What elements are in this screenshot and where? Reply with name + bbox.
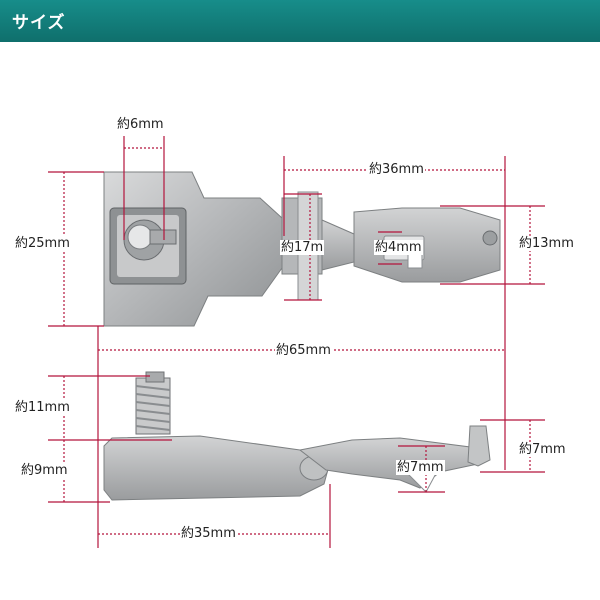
dim-pin-length: 約17m [280,240,325,255]
dim-screw-width: 約6mm [116,117,165,132]
dim-total-length: 約65mm [275,343,332,358]
dim-body-height: 約9mm [20,463,69,478]
dim-hook-height: 約7mm [518,442,567,457]
dim-plate-height: 約25mm [14,236,71,251]
product-diagram: 約6mm 約36mm 約25mm 約17m 約4mm 約13mm 約65mm 約… [0,42,600,600]
dim-plate-length: 約35mm [180,526,237,541]
dim-screw-height: 約11mm [14,400,71,415]
section-title: サイズ [12,13,66,33]
section-header: サイズ [0,0,600,42]
dimension-lines [48,136,545,548]
dim-top-length: 約36mm [368,162,425,177]
dim-notch-depth: 約7mm [396,460,445,475]
dim-slot-width: 約4mm [374,240,423,255]
part-illustration [48,136,545,548]
side-view-part [103,371,491,501]
dim-head-height: 約13mm [518,236,575,251]
